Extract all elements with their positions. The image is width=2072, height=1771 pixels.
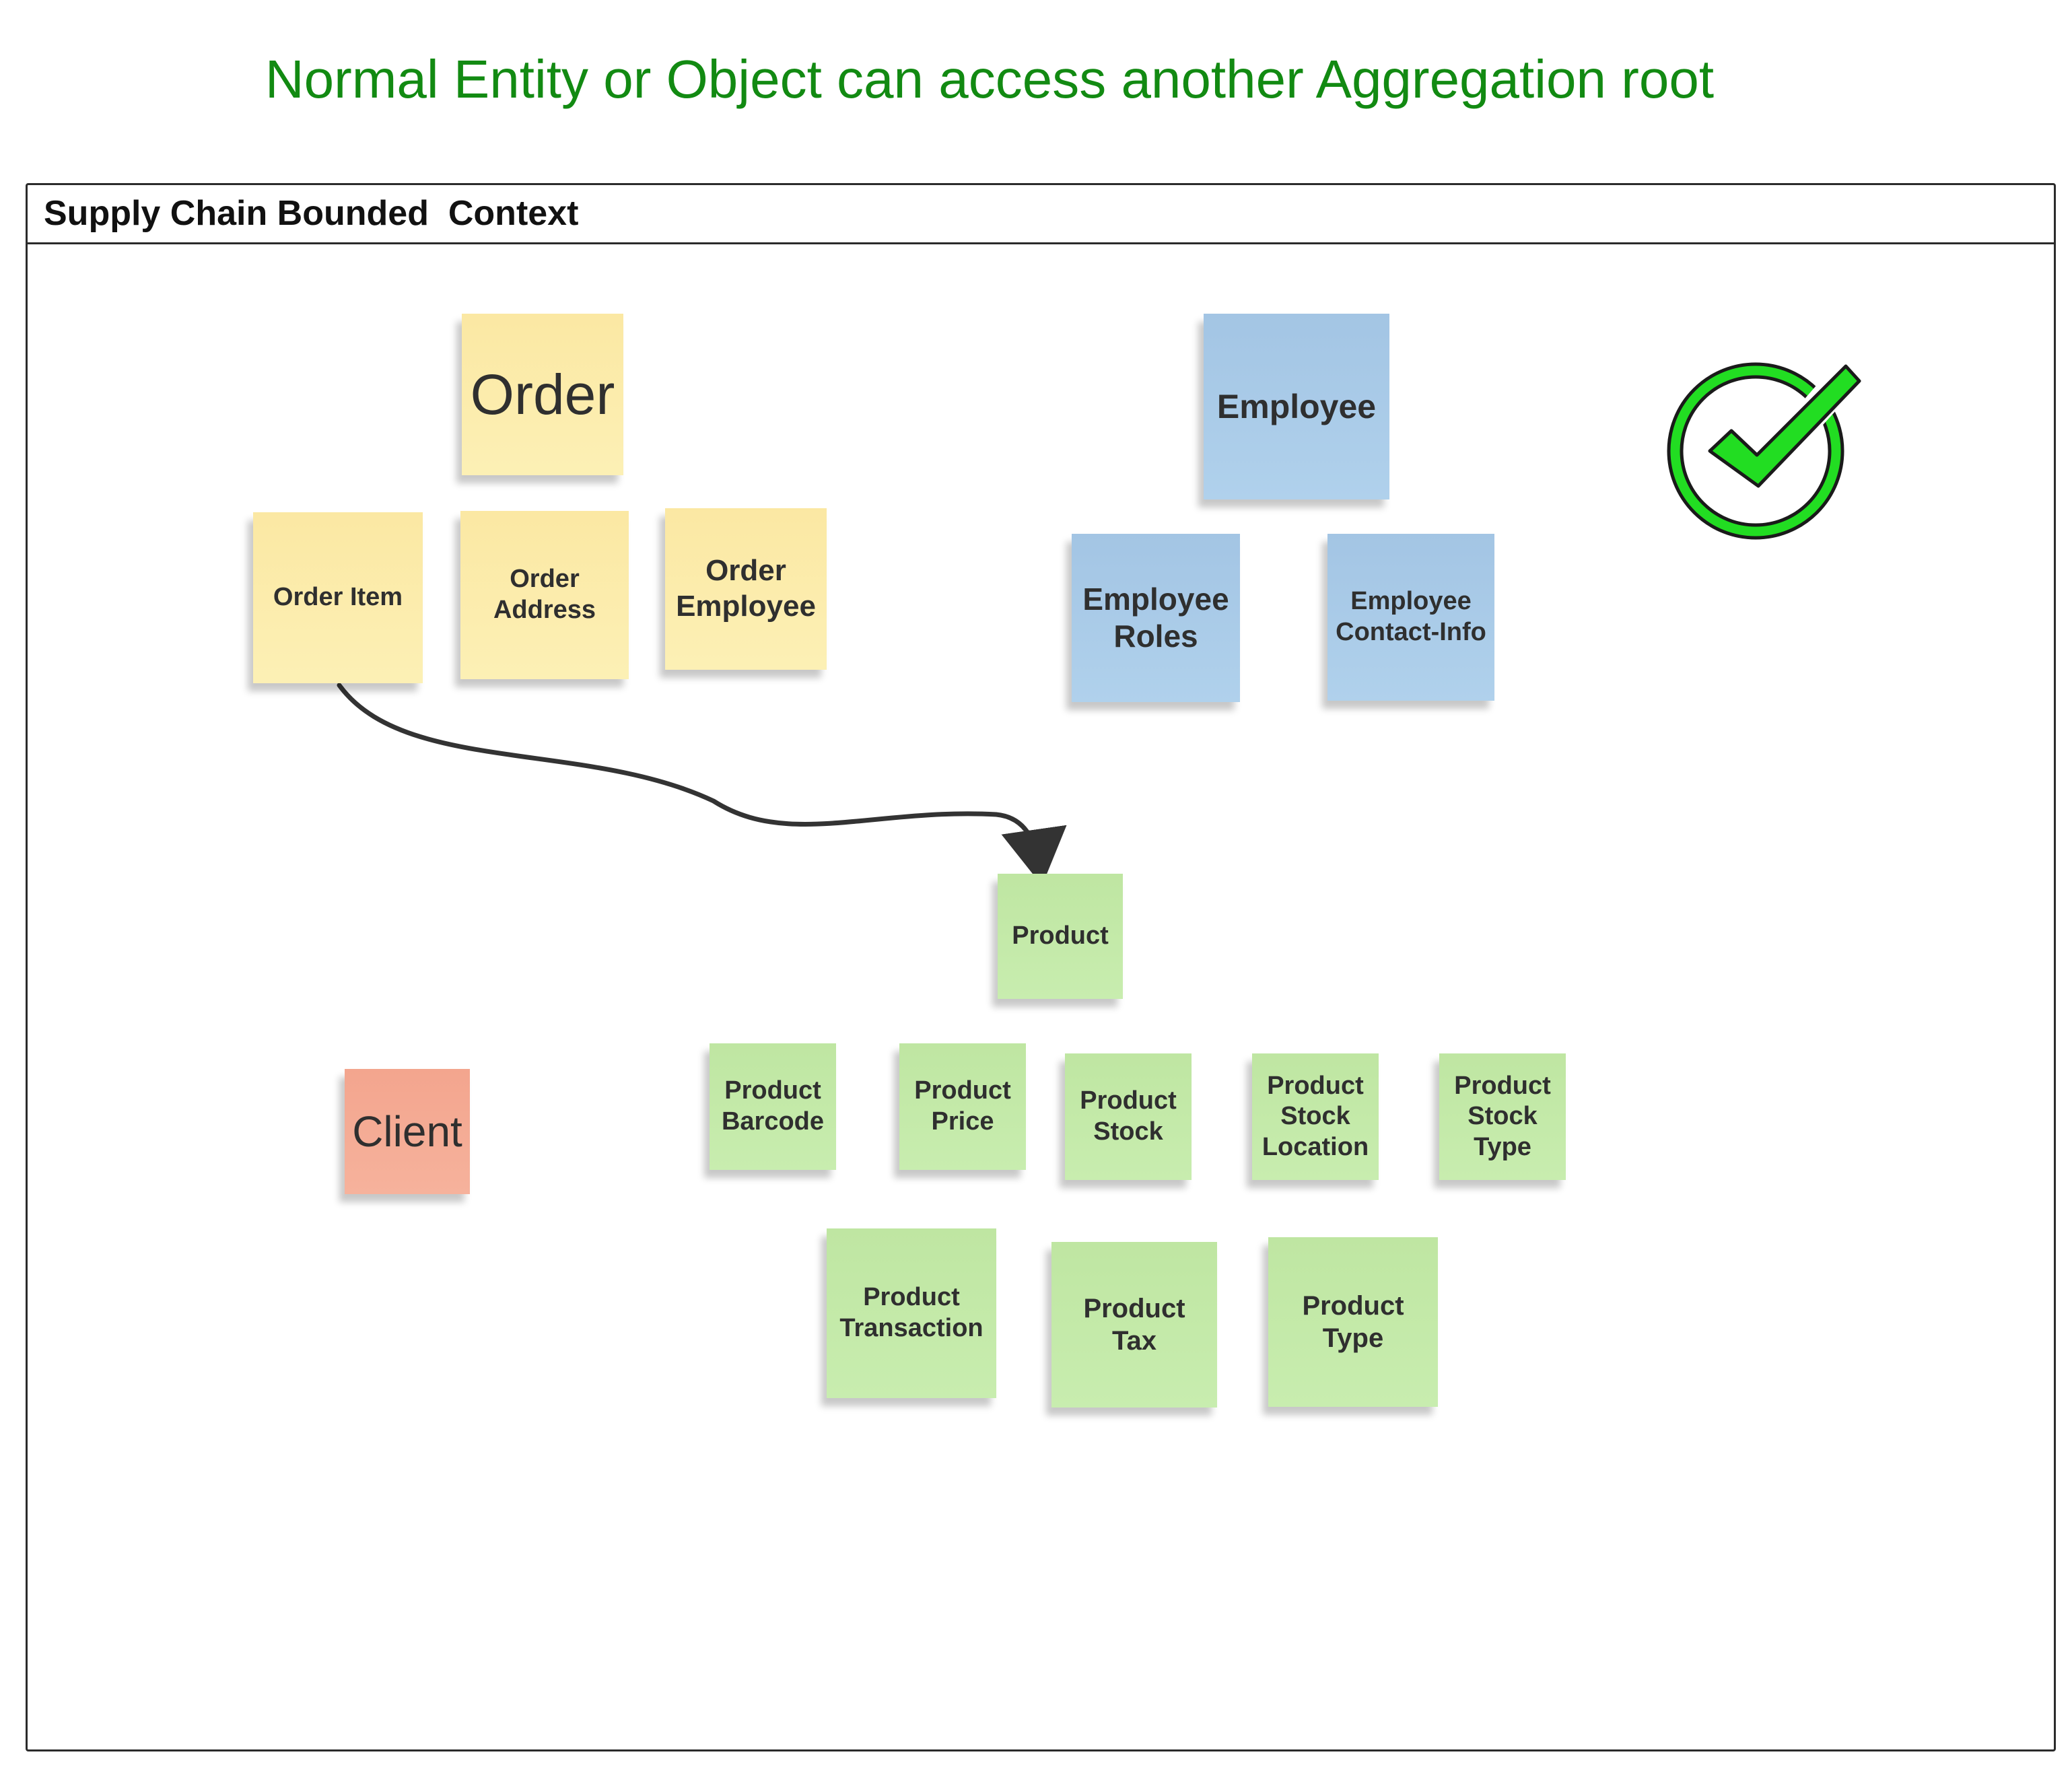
employee-contact-info-note[interactable]: Employee Contact-Info [1327, 534, 1494, 701]
client-note[interactable]: Client [345, 1069, 470, 1194]
product-root-note[interactable]: Product [998, 874, 1123, 999]
order-employee-note[interactable]: Order Employee [665, 508, 827, 670]
bounded-context-title: Supply Chain Bounded Context [44, 194, 579, 233]
employee-root-note[interactable]: Employee [1204, 314, 1389, 499]
product-barcode-note[interactable]: Product Barcode [710, 1043, 836, 1170]
page-title: Normal Entity or Object can access anoth… [265, 49, 1715, 109]
product-price-note[interactable]: Product Price [899, 1043, 1026, 1170]
bounded-context-header: Supply Chain Bounded Context [28, 185, 2054, 244]
order-item-note[interactable]: Order Item [253, 512, 423, 683]
product-transaction-note[interactable]: Product Transaction [827, 1228, 996, 1398]
product-tax-note[interactable]: Product Tax [1051, 1242, 1217, 1408]
check-circle-icon [1667, 362, 1861, 540]
product-stock-location-note[interactable]: Product Stock Location [1252, 1053, 1379, 1180]
order-address-note[interactable]: Order Address [460, 511, 629, 679]
bounded-context-frame: Supply Chain Bounded Context [26, 183, 2056, 1751]
product-stock-note[interactable]: Product Stock [1065, 1053, 1192, 1180]
employee-roles-note[interactable]: Employee Roles [1072, 534, 1240, 702]
product-stock-type-note[interactable]: Product Stock Type [1439, 1053, 1566, 1180]
product-type-note[interactable]: Product Type [1268, 1237, 1438, 1407]
order-root-note[interactable]: Order [462, 314, 623, 475]
